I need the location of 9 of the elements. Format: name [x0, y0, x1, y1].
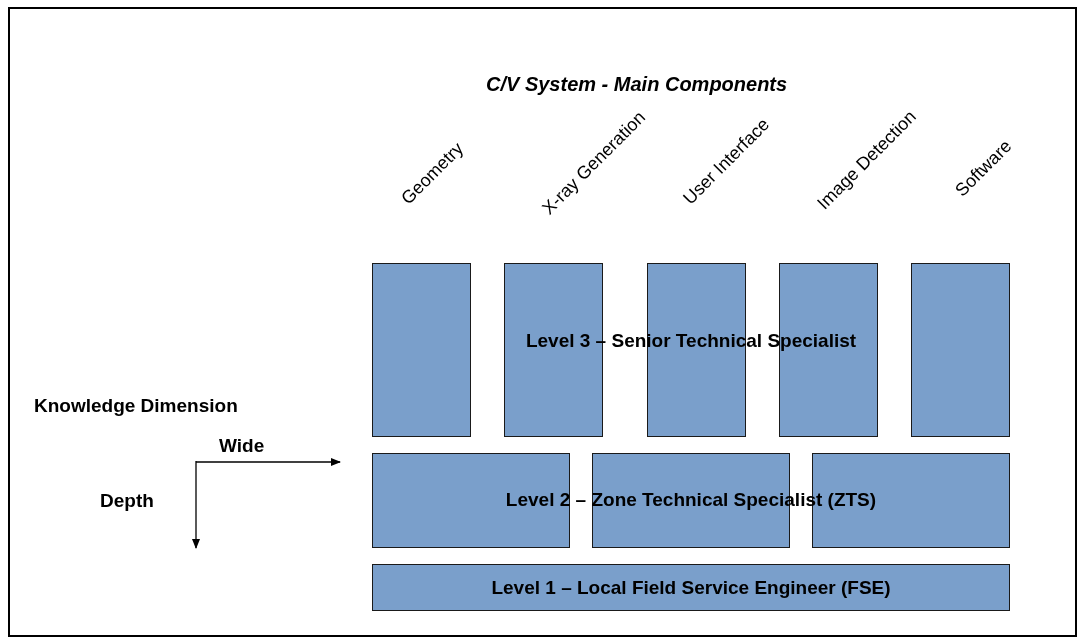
- specialist-block: [372, 453, 570, 548]
- specialist-block: [911, 263, 1010, 437]
- specialist-block: [504, 263, 603, 437]
- axis-label: Wide: [219, 435, 265, 457]
- level-bar: Level 1 – Local Field Service Engineer (FSE): [372, 564, 1010, 611]
- diagram-title: C/V System - Main Components: [486, 73, 788, 96]
- specialist-block: [372, 263, 471, 437]
- axis-title: Knowledge Dimension: [34, 395, 238, 417]
- axis-label: Depth: [100, 490, 154, 512]
